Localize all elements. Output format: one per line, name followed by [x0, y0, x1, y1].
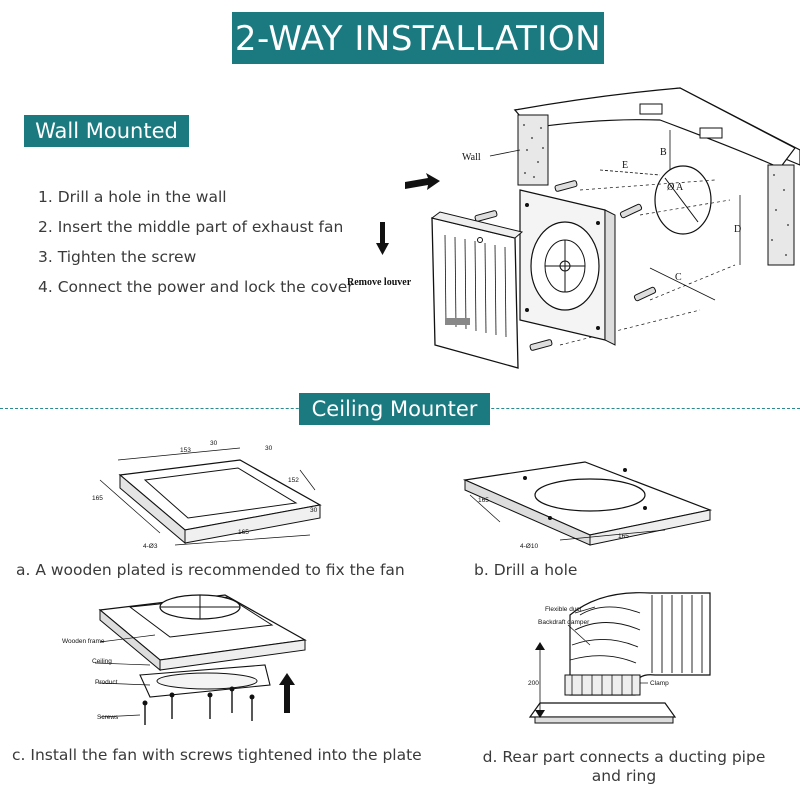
wall-step-1: 1. Drill a hole in the wall: [38, 188, 227, 206]
panel-c-diagram: Wooden frame Ceiling Product Screws: [62, 594, 307, 725]
remove-louver-label: Remove louver: [347, 277, 412, 288]
panel-a-diagram: 153 30 30 152 165 30 165 4-Ø3: [92, 440, 322, 550]
page-title: 2-WAY INSTALLATION: [232, 12, 604, 64]
dim-a-label: A: [676, 182, 684, 193]
dim-b-label: B: [660, 147, 667, 158]
panel-a-label-4: 152: [288, 477, 299, 484]
panel-b-label-1: 165: [478, 497, 489, 504]
panel-a-caption: a. A wooden plated is recommended to fix…: [16, 561, 405, 579]
panel-b-caption: b. Drill a hole: [474, 561, 578, 579]
svg-text:Ø: Ø: [666, 182, 675, 193]
wall-label: Wall: [462, 152, 481, 163]
panel-d-caption: d. Rear part connects a ducting pipe and…: [482, 748, 766, 785]
ceiling-mounted-heading: Ceiling Mounter: [299, 393, 490, 425]
wall-mount-diagram: Wall Ø A B E D C: [347, 87, 800, 369]
dim-e-label: E: [622, 160, 628, 171]
panel-a-label-5: 165: [92, 495, 103, 502]
panel-a-label-2: 30: [210, 440, 218, 447]
wall-step-2: 2. Insert the middle part of exhaust fan: [38, 218, 344, 236]
panel-c-label-product: Product: [95, 679, 118, 686]
panel-c-label-ceiling: Ceiling: [92, 658, 112, 665]
panel-a-label-7: 165: [238, 529, 249, 536]
wall-step-4: 4. Connect the power and lock the cover: [38, 278, 354, 296]
panel-d-label-clamp: Clamp: [650, 680, 669, 687]
panel-b-diagram: 165 165 4-Ø10: [462, 461, 713, 550]
wall-step-3: 3. Tighten the screw: [38, 248, 197, 266]
panel-c-label-wooden-frame: Wooden frame: [62, 638, 105, 645]
wall-mounted-heading: Wall Mounted: [24, 115, 189, 147]
panel-a-label-1: 153: [180, 447, 191, 454]
panel-d-label-backdraft: Backdraft damper: [538, 619, 590, 626]
panel-d-label-flexible-duct: Flexible duct: [545, 606, 582, 613]
panel-c-caption: c. Install the fan with screws tightened…: [12, 746, 422, 764]
panel-c-label-screws: Screws: [97, 714, 119, 721]
panel-a-label-8: 4-Ø3: [143, 543, 158, 550]
panel-d-label-200: 200: [528, 680, 539, 687]
wall-steps-list: 1. Drill a hole in the wall 2. Insert th…: [38, 182, 354, 302]
panel-b-label-3: 4-Ø10: [520, 543, 538, 550]
panel-a-label-6: 30: [310, 507, 318, 514]
panel-d-diagram: 200 Backdraft damper Flexible duct Clamp: [528, 592, 711, 724]
panel-b-label-2: 165: [618, 533, 629, 540]
panel-a-label-3: 30: [265, 445, 273, 452]
dim-d-label: D: [734, 224, 741, 235]
dim-c-label: C: [675, 272, 682, 283]
